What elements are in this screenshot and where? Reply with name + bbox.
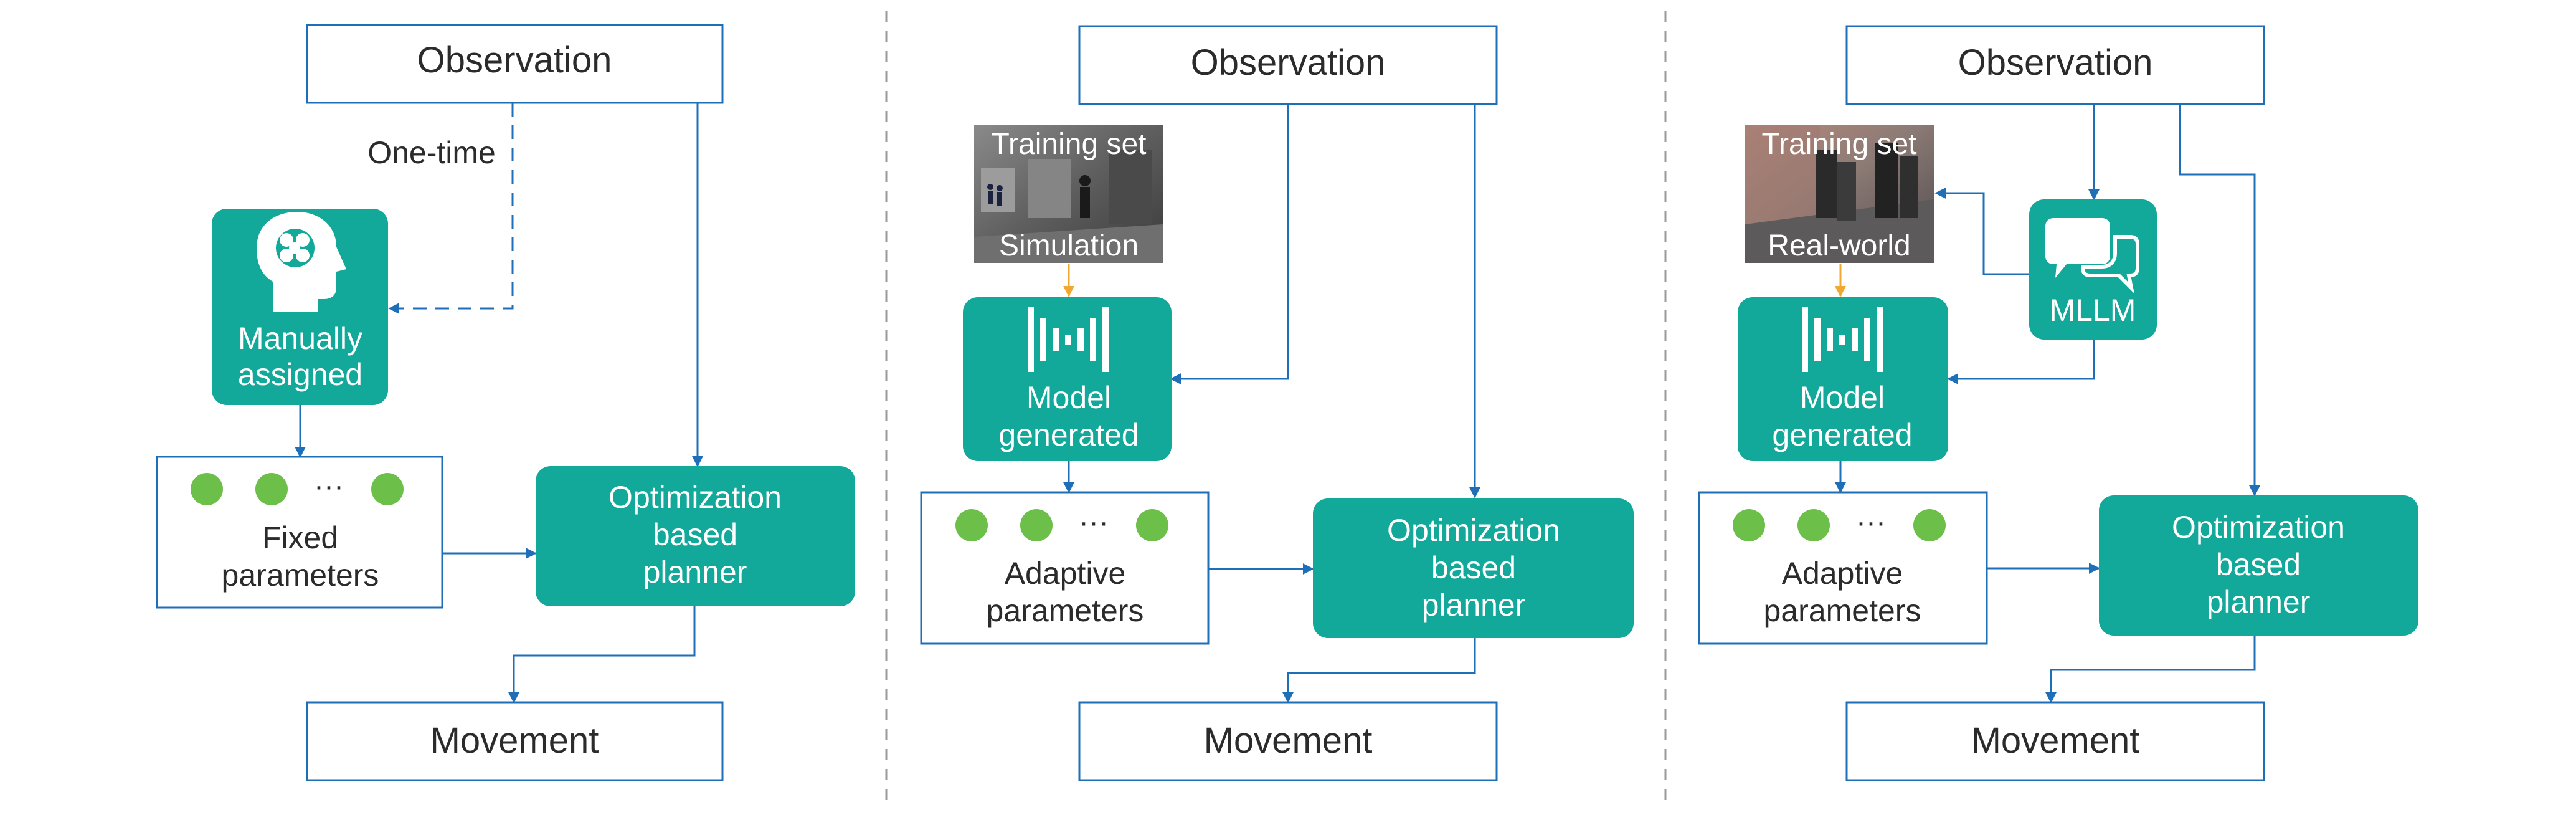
params-line2: parameters bbox=[987, 593, 1144, 628]
planner-line3: planner bbox=[643, 555, 747, 589]
model-line1: Model bbox=[1800, 380, 1885, 415]
observation-box bbox=[1845, 25, 2265, 105]
param-dot bbox=[371, 473, 404, 505]
planner-box bbox=[536, 466, 855, 606]
param-dot bbox=[255, 473, 288, 505]
param-dot bbox=[191, 473, 223, 505]
planner-line3: planner bbox=[1422, 588, 1526, 622]
movement-box bbox=[1078, 701, 1498, 781]
model-line1: Model bbox=[1026, 380, 1111, 415]
training-set-label: Training set bbox=[1762, 128, 1917, 161]
params-line2: parameters bbox=[222, 558, 379, 593]
panel-simulation: Observation Training set Simulation bbox=[920, 25, 1634, 781]
params-line1: Adaptive bbox=[1782, 556, 1903, 591]
planner-line1: Optimization bbox=[608, 480, 782, 515]
arrow-mllm-to-training bbox=[1934, 188, 2029, 275]
movement-box bbox=[1845, 701, 2265, 781]
param-dot bbox=[955, 509, 988, 541]
training-set-label: Training set bbox=[992, 128, 1147, 161]
param-ellipsis: ··· bbox=[1856, 506, 1886, 539]
model-box bbox=[1738, 297, 1948, 461]
observation-label: Observation bbox=[417, 40, 612, 80]
planner-line2: based bbox=[2216, 547, 2301, 582]
param-dot bbox=[1913, 509, 1946, 541]
movement-box bbox=[306, 701, 724, 781]
training-set-image bbox=[974, 125, 1163, 263]
training-source-label: Simulation bbox=[999, 229, 1139, 262]
model-line2: generated bbox=[1772, 417, 1912, 452]
observation-box bbox=[1078, 25, 1498, 105]
param-ellipsis: ··· bbox=[314, 470, 344, 503]
head-brain-icon bbox=[257, 212, 346, 312]
model-bars-icon bbox=[1028, 307, 1109, 372]
one-time-label: One-time bbox=[367, 135, 496, 170]
panel-real-world: Observation Training set Real-world MLLM bbox=[1698, 25, 2418, 781]
arrow-planner-to-movement bbox=[1282, 638, 1476, 704]
planner-line1: Optimization bbox=[2172, 510, 2345, 545]
param-dot bbox=[1136, 509, 1168, 541]
params-line1: Fixed bbox=[262, 520, 338, 555]
arrow-mllm-to-model bbox=[1947, 340, 2095, 384]
arrow-obs-to-model bbox=[1170, 103, 1289, 384]
panel-manual: Observation One-time Manually assigned ·… bbox=[156, 24, 855, 781]
chat-bubbles-icon bbox=[2045, 218, 2139, 294]
planner-line1: Optimization bbox=[1387, 513, 1560, 548]
param-ellipsis: ··· bbox=[1079, 506, 1109, 539]
model-box bbox=[963, 297, 1172, 461]
params-line1: Adaptive bbox=[1005, 556, 1126, 591]
param-dot bbox=[1797, 509, 1830, 541]
arrow-obs-to-planner bbox=[2179, 104, 2260, 497]
movement-label: Movement bbox=[1971, 720, 2140, 761]
model-bars-icon bbox=[1802, 307, 1883, 372]
training-source-label: Real-world bbox=[1768, 229, 1910, 262]
params-line2: parameters bbox=[1764, 593, 1921, 628]
planner-line2: based bbox=[653, 517, 737, 552]
arrow-one-time-dashed bbox=[388, 103, 514, 314]
param-dot bbox=[1733, 509, 1765, 541]
model-line2: generated bbox=[998, 417, 1139, 452]
mllm-label: MLLM bbox=[2050, 293, 2136, 328]
planner-line2: based bbox=[1431, 550, 1516, 585]
training-set-image bbox=[1745, 125, 1934, 263]
movement-label: Movement bbox=[430, 720, 599, 761]
arrow-planner-to-movement bbox=[508, 606, 696, 704]
planner-line3: planner bbox=[2207, 584, 2311, 619]
planner-box bbox=[1313, 498, 1634, 638]
observation-box bbox=[306, 24, 724, 104]
manual-line1: Manually bbox=[238, 321, 362, 356]
param-dot bbox=[1020, 509, 1053, 541]
observation-label: Observation bbox=[1191, 42, 1386, 83]
movement-label: Movement bbox=[1204, 720, 1373, 761]
arrow-planner-to-movement bbox=[2045, 636, 2256, 704]
planner-box bbox=[2099, 495, 2418, 636]
observation-label: Observation bbox=[1958, 42, 2153, 83]
manual-line2: assigned bbox=[238, 357, 362, 392]
